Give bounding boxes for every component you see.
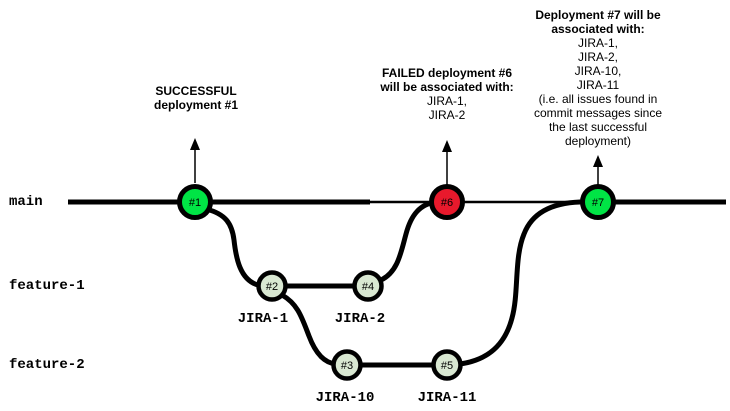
branch-curve-1-to-2 xyxy=(203,206,261,288)
commit-node-7: #7 xyxy=(580,184,616,220)
annotation-line: JIRA-2, xyxy=(577,50,618,64)
commit-node-3: #3 xyxy=(331,349,363,381)
commit-circle xyxy=(177,184,213,220)
annotation-line: JIRA-11 xyxy=(576,78,620,92)
commit-circle xyxy=(256,270,288,302)
commit-circle xyxy=(580,184,616,220)
annotation-line: JIRA-10, xyxy=(574,64,622,78)
branch-label-feature-2: feature-2 xyxy=(9,357,85,373)
annotation-line: deployment #1 xyxy=(153,98,239,112)
deployment-7-arrow xyxy=(593,155,603,185)
annotation-deployment-1: SUCCESSFUL deployment #1 xyxy=(116,84,276,112)
branch-label-feature-1: feature-1 xyxy=(9,278,85,294)
branch-curve-2-to-3 xyxy=(279,292,339,367)
issue-label-jira-10: JIRA-10 xyxy=(315,390,375,406)
annotation-deployment-7: Deployment #7 will be associated with: J… xyxy=(513,8,683,148)
annotation-line: FAILED deployment #6 xyxy=(381,66,513,80)
annotation-line: associated with: xyxy=(551,22,645,36)
commit-circle xyxy=(429,184,465,220)
issue-label-jira-11: JIRA-11 xyxy=(417,390,477,406)
annotation-deployment-6: FAILED deployment #6 will be associated … xyxy=(362,66,532,122)
annotation-line: JIRA-2 xyxy=(428,108,466,122)
annotation-line: (i.e. all issues found in xyxy=(538,92,658,106)
merge-curve-4-to-main xyxy=(378,199,439,283)
commit-label: #2 xyxy=(266,281,278,293)
merge-curve-5-to-main xyxy=(457,199,583,367)
commit-label: #6 xyxy=(441,197,453,209)
commit-label: #4 xyxy=(362,281,374,293)
annotation-line: Deployment #7 will be xyxy=(535,8,661,22)
arrow-up-icon xyxy=(190,138,200,150)
commit-circle xyxy=(331,349,363,381)
deployment-1-arrow xyxy=(190,138,200,183)
arrow-up-icon xyxy=(593,155,603,167)
commit-label: #1 xyxy=(189,197,201,209)
branch-label-main: main xyxy=(9,194,43,210)
annotation-line: SUCCESSFUL xyxy=(155,84,237,98)
commit-node-1: #1 xyxy=(177,184,213,220)
annotation-line: commit messages since xyxy=(533,106,663,120)
arrow-up-icon xyxy=(442,140,452,152)
commit-circle xyxy=(352,270,384,302)
commit-label: #5 xyxy=(441,360,453,372)
annotation-line: the last successful xyxy=(548,120,648,134)
annotation-line: JIRA-1, xyxy=(577,36,618,50)
commit-node-4: #4 xyxy=(352,270,384,302)
commit-label: #7 xyxy=(592,197,604,209)
deployment-6-arrow xyxy=(442,140,452,185)
commit-node-5: #5 xyxy=(431,349,463,381)
commit-node-6: #6 xyxy=(429,184,465,220)
issue-label-jira-1: JIRA-1 xyxy=(237,311,289,327)
commit-circle xyxy=(431,349,463,381)
issue-label-jira-2: JIRA-2 xyxy=(334,311,386,327)
commit-node-2: #2 xyxy=(256,270,288,302)
annotation-line: will be associated with: xyxy=(380,80,514,94)
annotation-line: deployment) xyxy=(564,134,632,148)
annotation-line: JIRA-1, xyxy=(426,94,467,108)
commit-label: #3 xyxy=(341,360,353,372)
